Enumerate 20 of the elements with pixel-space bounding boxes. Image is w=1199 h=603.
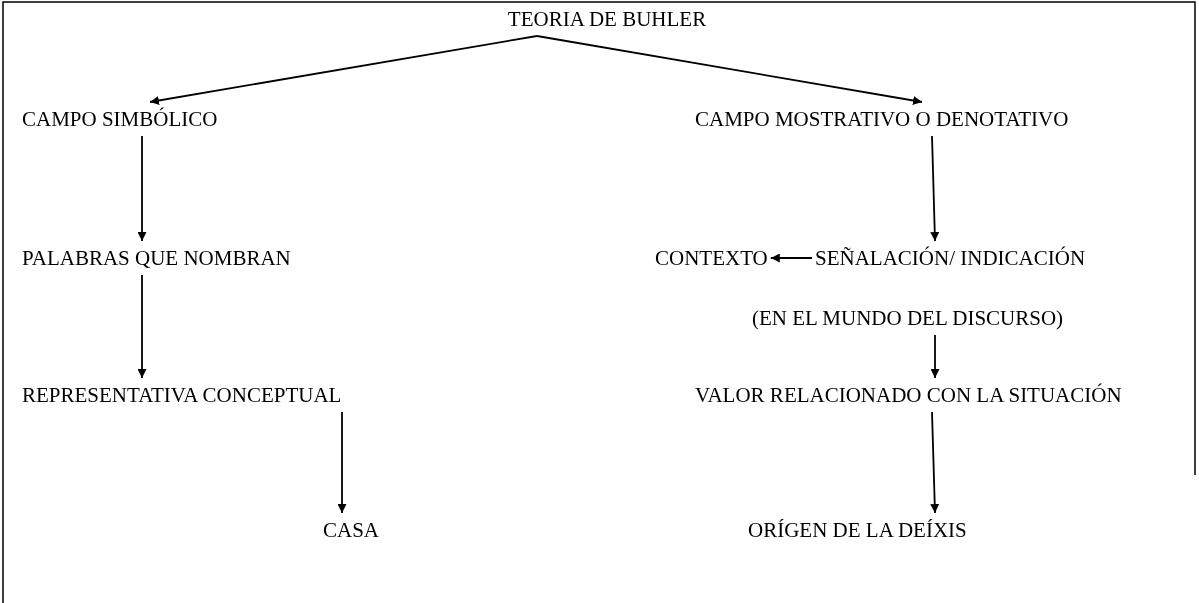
arrow	[769, 253, 813, 263]
arrow	[930, 411, 940, 514]
node-label: CONTEXTO	[655, 245, 768, 271]
arrow	[930, 135, 940, 242]
arrow	[149, 35, 538, 105]
node-label: PALABRAS QUE NOMBRAN	[22, 245, 291, 271]
node-note: (EN EL MUNDO DEL DISCURSO)	[752, 305, 1064, 331]
arrow	[930, 334, 940, 379]
arrow	[337, 411, 347, 514]
node-label: VALOR RELACIONADO CON LA SITUACIÓN	[695, 382, 1122, 408]
node-label: CASA	[323, 517, 380, 543]
node-label: SEÑALACIÓN/ INDICACIÓN	[815, 245, 1086, 271]
node-label: REPRESENTATIVA CONCEPTUAL	[22, 382, 342, 408]
node-label: CAMPO MOSTRATIVO O DENOTATIVO	[695, 106, 1069, 132]
arrow	[137, 135, 147, 242]
node-label: ORÍGEN DE LA DEÍXIS	[748, 517, 967, 543]
node-label: TEORIA DE BUHLER	[507, 6, 707, 32]
node-label: CAMPO SIMBÓLICO	[22, 106, 218, 132]
arrow	[137, 274, 147, 379]
arrow	[536, 35, 923, 105]
